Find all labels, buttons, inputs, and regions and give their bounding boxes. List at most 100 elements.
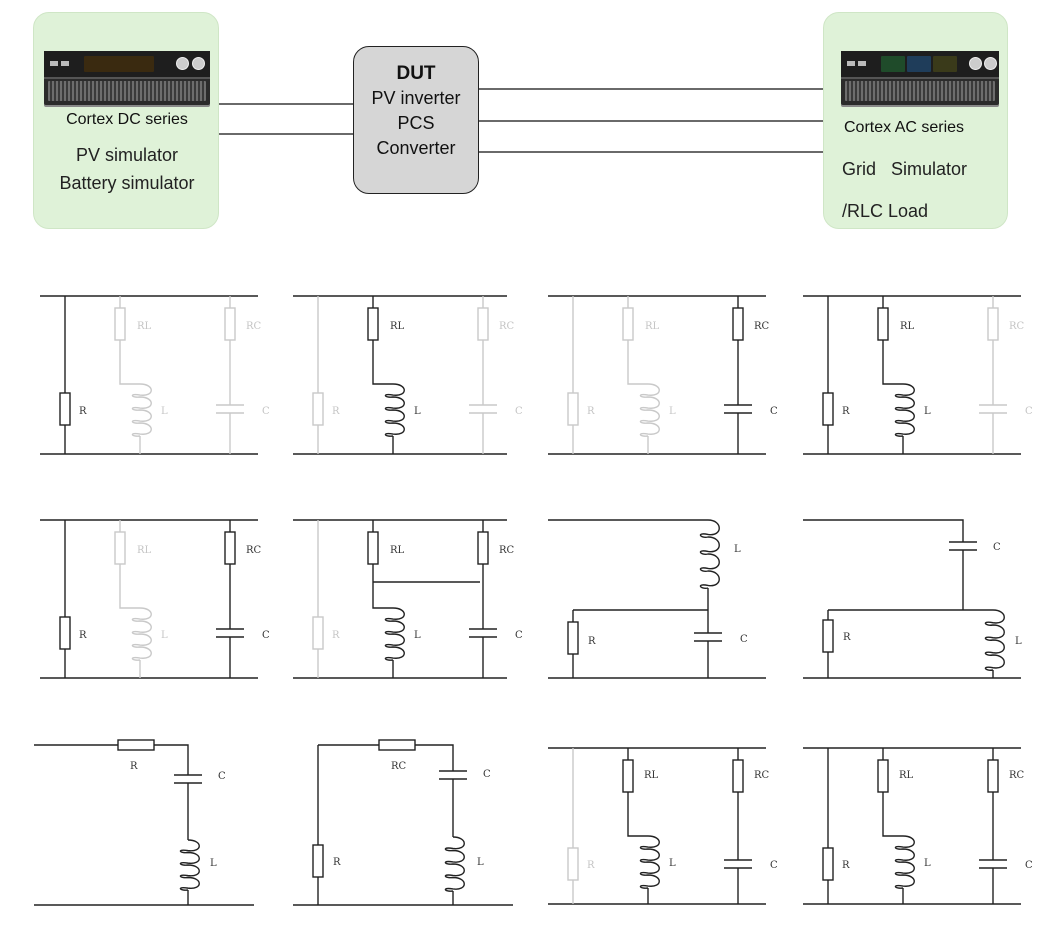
dut-pcs: PCS: [397, 113, 435, 133]
inductor-l: [384, 607, 405, 661]
wire: [627, 792, 648, 837]
label-l: L: [161, 406, 168, 417]
wire: [882, 792, 903, 837]
resistor-rl: [622, 307, 634, 341]
label-rl: RL: [899, 770, 914, 781]
top-wire: [803, 519, 964, 542]
inductor-l: [131, 607, 152, 661]
ac-block-title: Cortex AC series: [844, 119, 965, 136]
resistor-rl: [114, 307, 126, 341]
resistor-r: [567, 847, 579, 881]
label-r: R: [842, 406, 850, 417]
label-l: L: [734, 544, 741, 555]
circuit-parallel-rlc: R RL L RC C: [40, 519, 270, 679]
resistor-rl: [877, 307, 889, 341]
label-c: C: [770, 860, 778, 871]
label-r: R: [333, 857, 341, 868]
resistor-rl: [114, 531, 126, 565]
resistor-rc: [987, 307, 999, 341]
resistor-rc: [732, 759, 744, 793]
dut-pv-inverter: PV inverter: [371, 88, 461, 108]
capacitor-c: [216, 404, 244, 414]
label-c: C: [218, 771, 226, 782]
label-rc: RC: [391, 761, 407, 772]
resistor-rc: [224, 307, 236, 341]
block-connections: [219, 88, 823, 153]
label-c: C: [262, 406, 270, 417]
label-l: L: [477, 857, 484, 868]
capacitor-c: [469, 628, 497, 638]
label-rl: RL: [390, 321, 405, 332]
resistor-r: [312, 616, 324, 650]
resistor-r: [822, 847, 834, 881]
inductor-l: [894, 383, 915, 437]
capacitor-c: [979, 404, 1007, 414]
capacitor-c: [694, 632, 722, 642]
dc-block-battery-simulator: Battery simulator: [59, 173, 195, 193]
resistor-r: [59, 616, 71, 650]
inductor-l: [639, 383, 660, 437]
label-r: R: [588, 636, 596, 647]
resistor-rl: [367, 531, 379, 565]
l-branch-wire: [372, 340, 393, 385]
label-rc: RC: [499, 321, 515, 332]
label-c: C: [515, 406, 523, 417]
dut-converter: Converter: [376, 138, 456, 158]
capacitor-c: [216, 628, 244, 638]
label-r: R: [587, 860, 595, 871]
label-r: R: [79, 630, 87, 641]
inductor-l: [699, 519, 720, 589]
capacitor-c: [724, 404, 752, 414]
label-rc: RC: [246, 545, 262, 556]
l-branch-wire: [882, 340, 903, 385]
dut-title: DUT: [396, 63, 436, 84]
l-branch-wire: [119, 340, 140, 385]
label-rl: RL: [900, 321, 915, 332]
label-l: L: [1015, 636, 1022, 647]
resistor-r: [822, 619, 834, 653]
label-rc: RC: [499, 545, 515, 556]
label-l: L: [924, 858, 931, 869]
resistor-rc: [987, 759, 999, 793]
resistor-rl: [622, 759, 634, 793]
label-r: R: [842, 860, 850, 871]
label-l: L: [161, 630, 168, 641]
label-rc: RC: [754, 321, 770, 332]
resistor-r: [312, 392, 324, 426]
inductor-l: [984, 609, 1005, 671]
resistor-r: [567, 621, 579, 655]
resistor-rl: [367, 307, 379, 341]
inductor-l: [384, 383, 405, 437]
capacitor-c: [174, 774, 202, 784]
label-l: L: [669, 858, 676, 869]
label-c: C: [770, 406, 778, 417]
resistor-rc: [477, 531, 489, 565]
label-rc: RC: [1009, 321, 1025, 332]
label-rl: RL: [644, 770, 659, 781]
l-branch-wire: [372, 564, 393, 609]
label-rl: RL: [390, 545, 405, 556]
label-r: R: [843, 632, 851, 643]
label-rl: RL: [137, 545, 152, 556]
circuit-series-rcl: RCL: [34, 739, 254, 906]
label-r: R: [587, 406, 595, 417]
resistor-r: [312, 844, 324, 878]
wire: [154, 744, 189, 775]
dut-block: DUT PV inverter PCS Converter: [353, 46, 479, 194]
label-rc: RC: [1009, 770, 1025, 781]
label-rc: RC: [246, 321, 262, 332]
resistor-rl: [877, 759, 889, 793]
resistor-rc: [477, 307, 489, 341]
ac-source-device-image: [841, 51, 999, 105]
resistor-r: [822, 392, 834, 426]
label-r: R: [332, 406, 340, 417]
inductor-l: [179, 839, 200, 891]
capacitor-c: [979, 859, 1007, 869]
label-c: C: [262, 630, 270, 641]
